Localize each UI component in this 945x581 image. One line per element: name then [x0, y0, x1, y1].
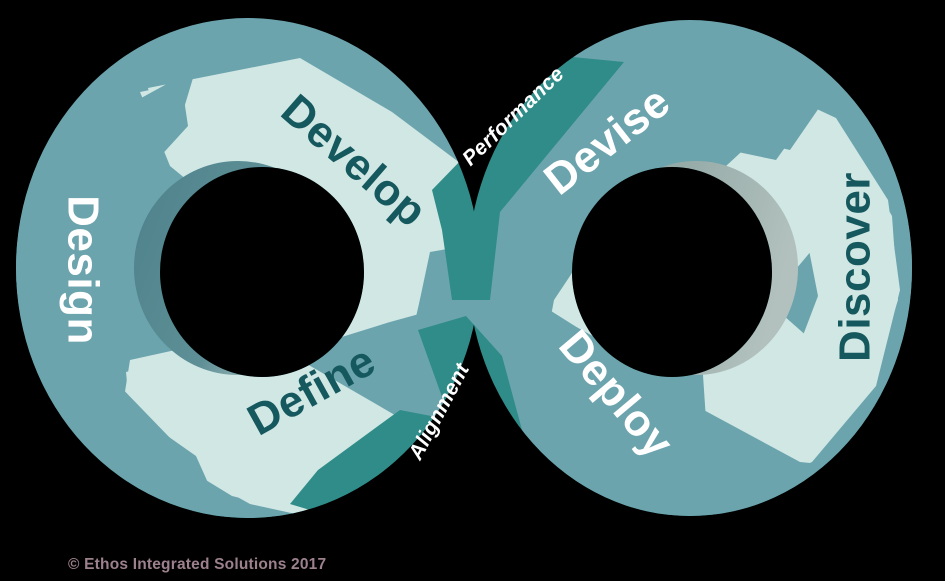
- segment-fill-alignment-tail: [290, 410, 498, 522]
- segment-fill-alignment: [418, 316, 528, 500]
- segment-label-design: Design: [58, 195, 107, 345]
- segment-fill-performance: [432, 56, 624, 300]
- right-loop-hole: [573, 168, 771, 376]
- segment-label-discover: Discover: [831, 172, 880, 362]
- left-loop-hole: [161, 168, 363, 376]
- copyright-notice: © Ethos Integrated Solutions 2017: [68, 556, 327, 573]
- segment-fill-design-body: [26, 68, 222, 514]
- segment-fill-deploy-body: [410, 296, 862, 526]
- segment-fill-discover-body: [700, 74, 900, 502]
